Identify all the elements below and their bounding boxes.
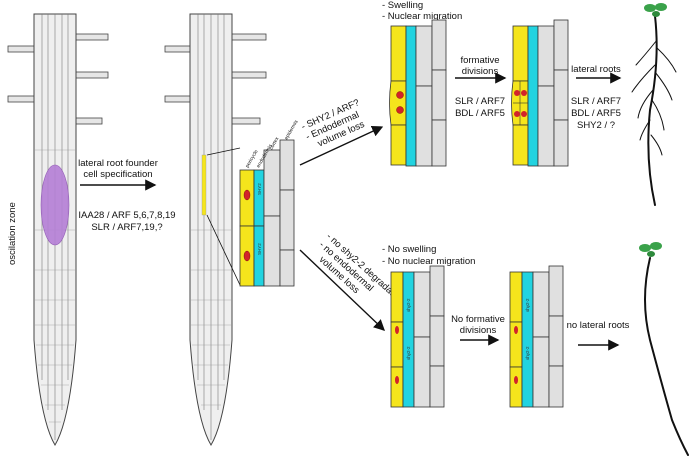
founder-cell-highlight <box>201 154 207 216</box>
svg-text:No formative: No formative <box>451 314 505 325</box>
svg-text:lateral roots: lateral roots <box>571 64 621 75</box>
lower-note-2: - No nuclear migration <box>382 256 475 267</box>
spec-title-2: cell specification <box>83 169 152 180</box>
spec-genes-1: IAA28 / ARF 5,6,7,8,19 <box>78 210 175 221</box>
cell-file-initial: SHY2 SHY2 <box>239 139 295 287</box>
upper-arrow-label: - SHY2 / ARF? - Endodermal volume loss <box>300 97 367 149</box>
svg-text:shy2-2: shy2-2 <box>406 346 411 360</box>
svg-text:SHY2 / ?: SHY2 / ? <box>577 120 615 131</box>
spec-title-1: lateral root founder <box>78 158 158 169</box>
svg-text:shy2-2: shy2-2 <box>525 298 530 312</box>
cell-file-no-division: shy2-2 shy2-2 <box>509 265 564 408</box>
svg-text:shy2-2: shy2-2 <box>525 346 530 360</box>
seedling-with-lateral-roots <box>631 15 677 206</box>
spec-genes-2: SLR / ARF7,19,? <box>91 222 162 233</box>
lower-note-1: - No swelling <box>382 244 436 255</box>
svg-text:SHY2: SHY2 <box>257 243 262 255</box>
upper-arrow <box>299 126 384 166</box>
svg-text:BDL / ARF5: BDL / ARF5 <box>455 108 505 119</box>
svg-text:shy2-2: shy2-2 <box>406 298 411 312</box>
svg-text:BDL / ARF5: BDL / ARF5 <box>571 108 621 119</box>
svg-text:divisions: divisions <box>462 66 499 77</box>
cell-file-no-swelling: shy2-2 shy2-2 <box>390 265 445 408</box>
leaf-icon <box>639 242 662 257</box>
svg-text:formative: formative <box>460 55 499 66</box>
cell-file-swelling <box>389 19 447 167</box>
seedling-without-lateral-roots <box>644 257 689 456</box>
svg-text:SLR / ARF7: SLR / ARF7 <box>455 96 505 107</box>
svg-text:cortex: cortex <box>269 136 281 151</box>
upper-note-2: - Nuclear migration <box>382 11 462 22</box>
svg-text:SHY2: SHY2 <box>257 183 262 195</box>
cell-file-divided <box>511 19 569 167</box>
primary-root-middle <box>164 13 267 446</box>
svg-text:epidermis: epidermis <box>284 119 300 141</box>
founder-cell-zone <box>40 164 70 246</box>
svg-text:divisions: divisions <box>460 325 497 336</box>
upper-note-1: - Swelling <box>382 0 423 11</box>
primary-root-left <box>7 13 109 446</box>
svg-text:SLR / ARF7: SLR / ARF7 <box>571 96 621 107</box>
zone-label: oscilation zone <box>7 202 18 265</box>
lower-arrow <box>299 249 386 331</box>
leaf-icon <box>644 3 667 17</box>
svg-text:no lateral roots: no lateral roots <box>567 320 630 331</box>
